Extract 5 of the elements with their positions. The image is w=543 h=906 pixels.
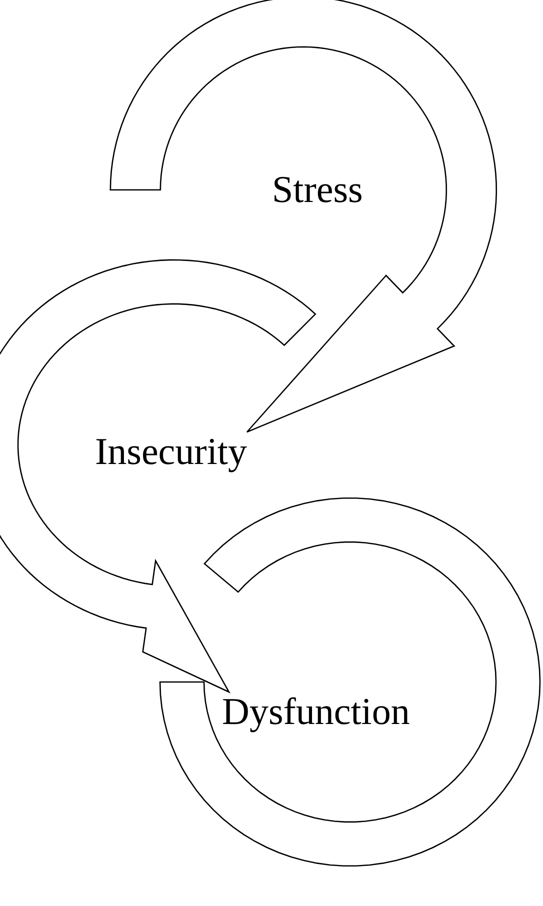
curved-arrow	[110, 0, 498, 433]
node-label: Stress	[272, 170, 363, 212]
node-label: Insecurity	[95, 432, 247, 474]
curved-arrow	[0, 259, 316, 694]
node-label: Dysfunction	[222, 692, 410, 734]
